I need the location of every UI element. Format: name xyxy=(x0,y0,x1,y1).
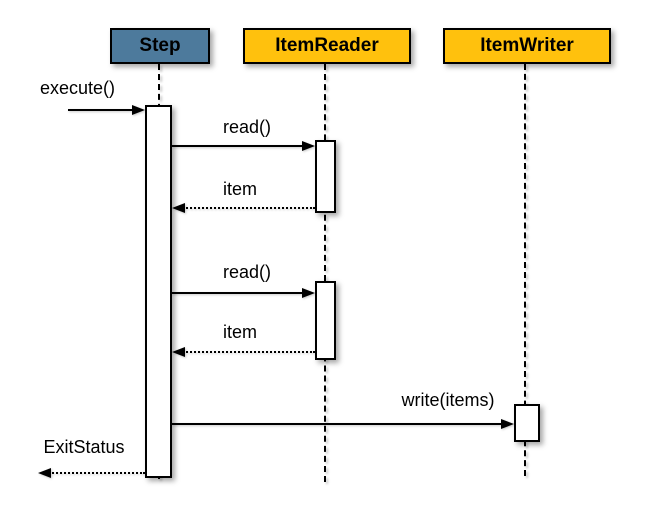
message-write-arrow xyxy=(172,418,514,430)
arrowhead-left-icon xyxy=(172,347,185,357)
message-item-1-arrow xyxy=(172,202,315,214)
message-line xyxy=(172,292,304,294)
lifeline-itemwriter xyxy=(524,64,526,476)
message-write-label: write(items) xyxy=(401,390,495,410)
message-line xyxy=(49,472,145,474)
message-execute-label: execute() xyxy=(39,78,116,98)
activation-bar-step xyxy=(145,105,172,478)
activation-bar-itemreader-1 xyxy=(315,140,336,213)
message-line xyxy=(172,423,503,425)
message-line xyxy=(172,145,304,147)
message-exit-status-label: ExitStatus xyxy=(43,437,125,457)
participant-itemreader-box: ItemReader xyxy=(243,28,411,64)
message-read-2-label: read() xyxy=(222,262,271,282)
activation-bar-itemwriter xyxy=(514,404,540,442)
arrowhead-right-icon xyxy=(302,288,315,298)
arrowhead-right-icon xyxy=(132,105,145,115)
message-execute-arrow xyxy=(68,104,145,116)
message-read-1-arrow xyxy=(172,140,315,152)
participant-step-box: Step xyxy=(110,28,210,64)
message-item-1-label: item xyxy=(222,179,257,199)
message-item-2-label: item xyxy=(222,322,257,342)
message-item-2-arrow xyxy=(172,346,315,358)
arrowhead-right-icon xyxy=(501,419,514,429)
activation-bar-itemreader-2 xyxy=(315,281,336,360)
arrowhead-right-icon xyxy=(302,141,315,151)
message-read-1-label: read() xyxy=(222,117,271,137)
participant-step-label: Step xyxy=(139,35,181,56)
message-read-2-arrow xyxy=(172,287,315,299)
arrowhead-left-icon xyxy=(38,468,51,478)
lifeline-itemreader xyxy=(324,64,326,482)
participant-itemwriter-box: ItemWriter xyxy=(443,28,611,64)
message-line xyxy=(183,351,315,353)
arrowhead-left-icon xyxy=(172,203,185,213)
participant-itemwriter-label: ItemWriter xyxy=(480,35,574,56)
message-line xyxy=(68,109,134,111)
message-exit-status-arrow xyxy=(38,467,145,479)
message-line xyxy=(183,207,315,209)
participant-itemreader-label: ItemReader xyxy=(275,35,379,56)
